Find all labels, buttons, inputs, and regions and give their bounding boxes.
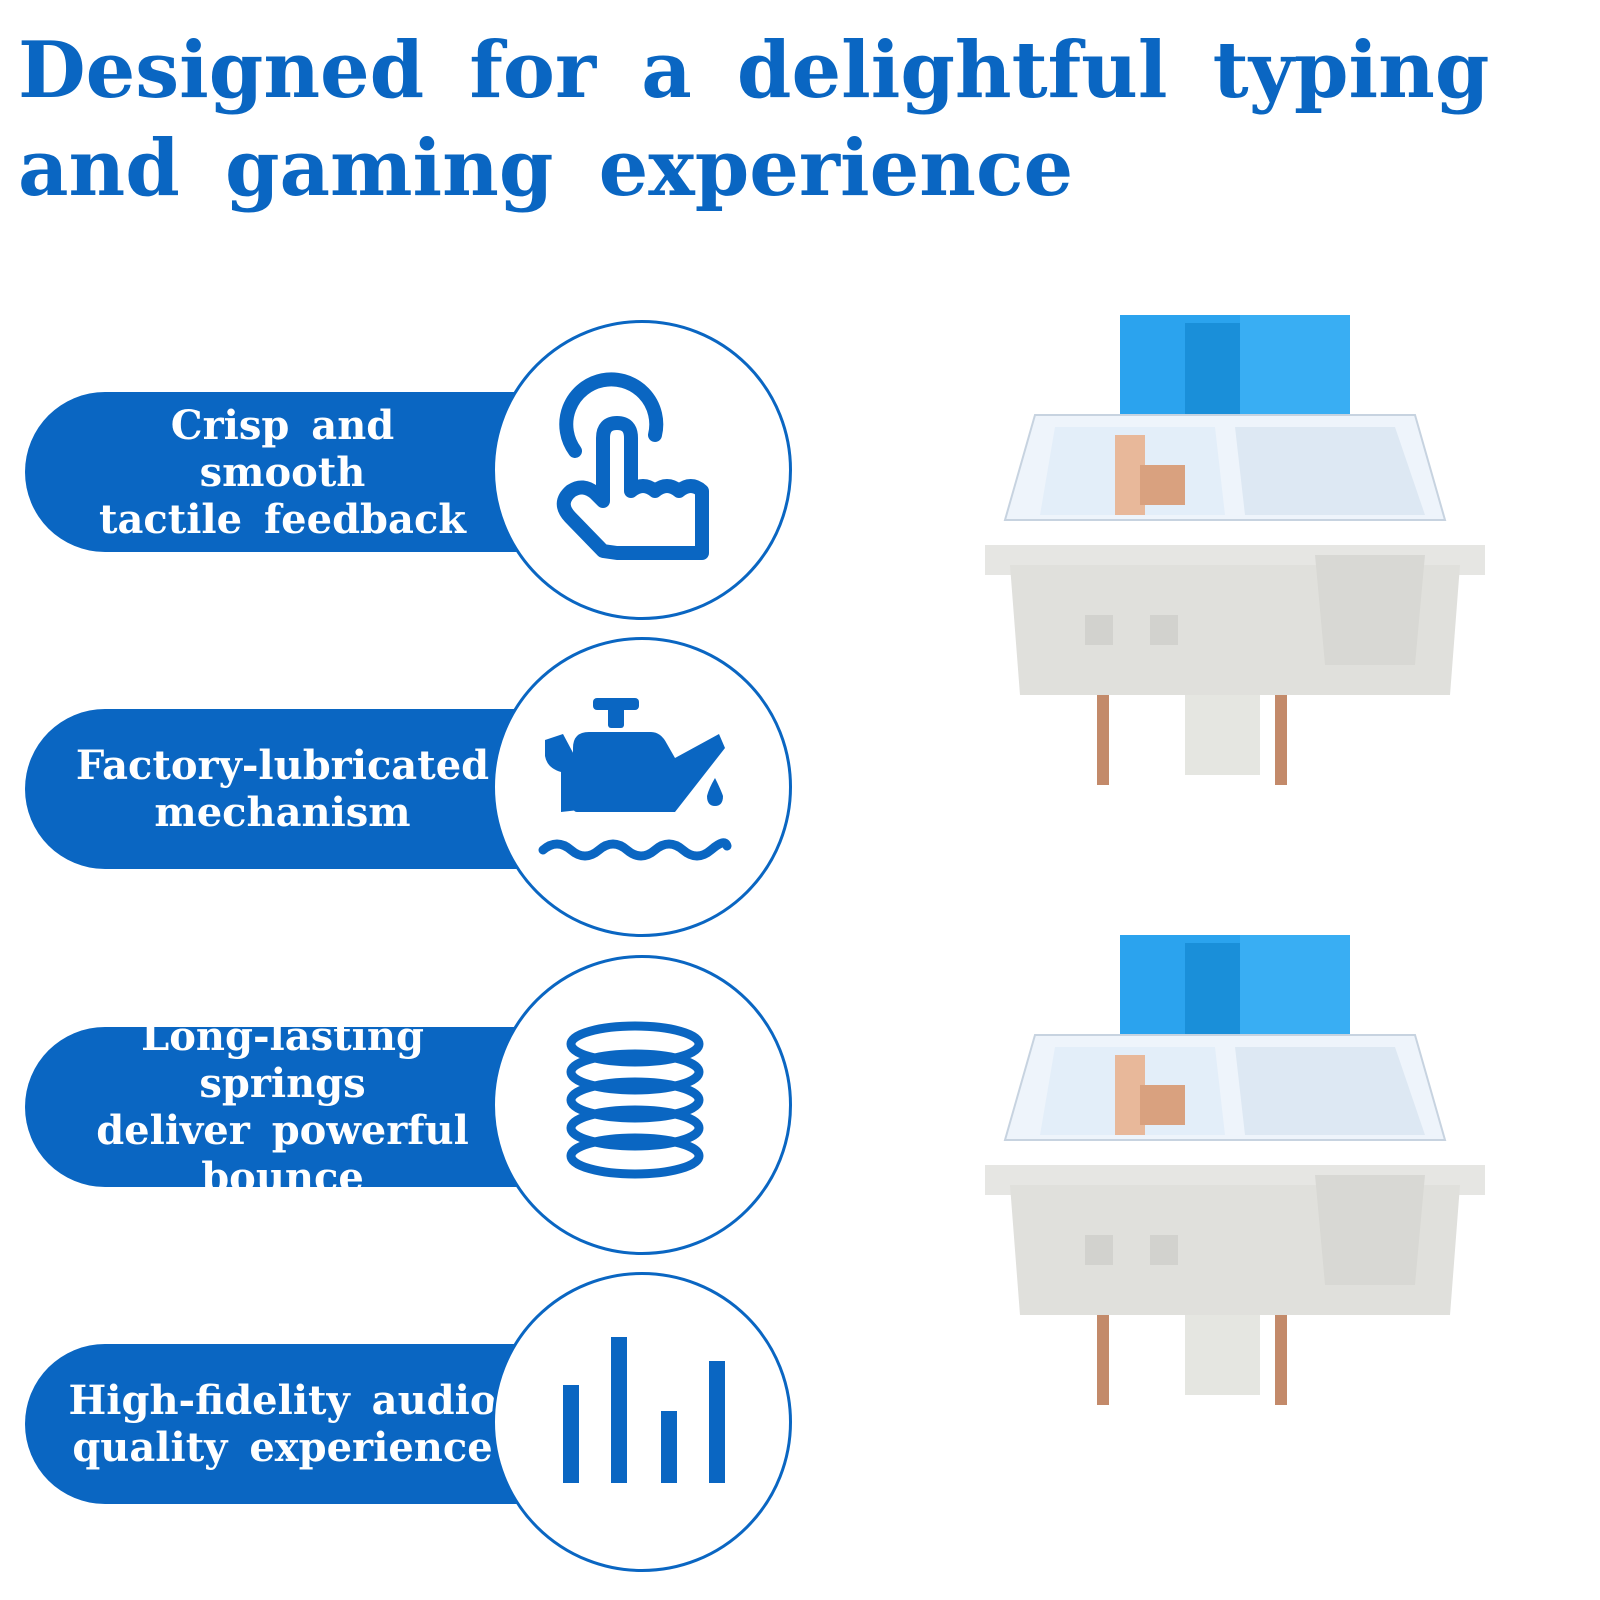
feature-label: Long-lasting springs deliver powerful bo… [96,1013,469,1201]
feature-icon-circle [492,1272,792,1572]
feature-lubricated: Factory-lubricated mechanism [0,637,800,942]
feature-icon-circle [492,955,792,1255]
tap-hand-icon [556,372,709,560]
feature-label: Factory-lubricated mechanism [75,742,490,836]
feature-pill [25,1027,545,1187]
feature-audio: High-fidelity audio quality experience [0,1272,800,1577]
audio-bars-icon [563,1337,725,1483]
feature-springs: Long-lasting springs deliver powerful bo… [0,955,800,1260]
feature-icon-circle [492,320,792,620]
blue-switch-image [985,935,1530,1435]
feature-label: High-fidelity audio quality experience [68,1377,497,1471]
feature-icon-circle [492,637,792,937]
feature-label: Crisp and smooth tactile feedback [98,401,467,543]
feature-tactile: Crisp and smooth tactile feedback [0,320,800,625]
spring-coil-icon [566,1021,704,1179]
page-headline: Designed for a delightful typing and gam… [18,25,1490,214]
oil-can-icon [538,698,732,861]
feature-pill [25,392,545,552]
blue-switch-image [985,315,1530,815]
feature-pill [25,709,545,869]
feature-pill [25,1344,545,1504]
